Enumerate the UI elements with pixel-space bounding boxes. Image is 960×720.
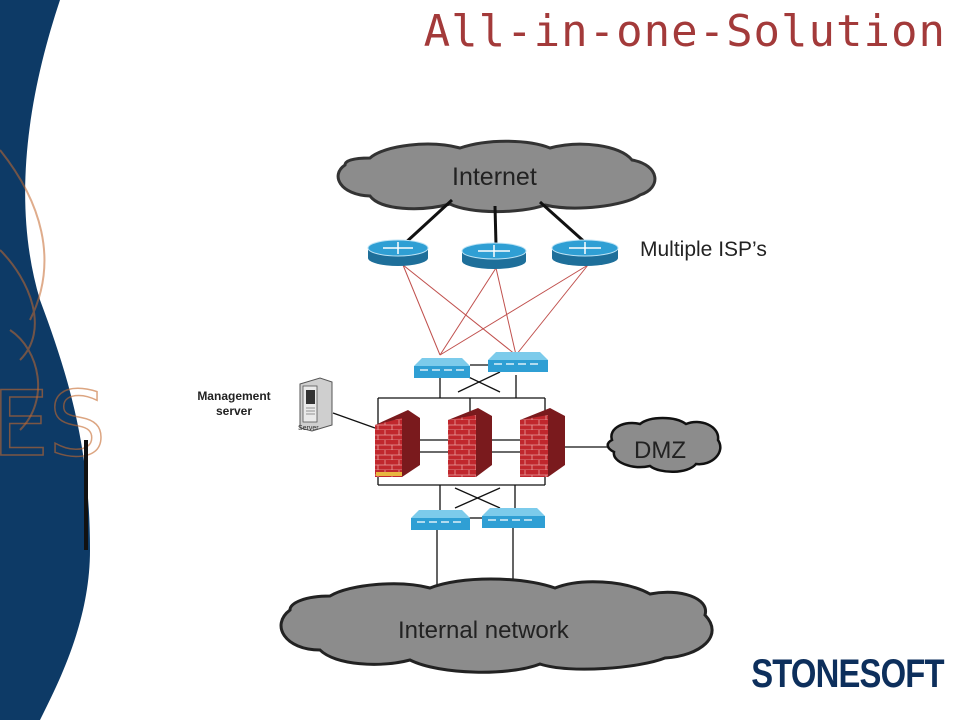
internet-label: Internet: [452, 163, 537, 191]
lan-wiring: [332, 364, 612, 600]
firewall-icon: [520, 408, 565, 477]
router-icon: [551, 239, 619, 266]
switch-icon: [411, 510, 470, 530]
dmz-cloud: [606, 416, 722, 473]
internet-cloud: [336, 139, 657, 214]
internet-links: [401, 198, 590, 247]
company-logo: STONESOFT: [751, 652, 945, 696]
dmz-label: DMZ: [634, 437, 686, 464]
server-icon-label: Server: [298, 425, 319, 432]
internal-cloud: [279, 577, 714, 674]
internal-network-label: Internal network: [398, 617, 569, 644]
firewall-icon: [375, 410, 420, 477]
svg-text:ES: ES: [0, 372, 106, 477]
firewall-icon: [448, 408, 492, 477]
router-icon: [367, 239, 429, 266]
management-server-label: Management server: [197, 389, 271, 418]
router-icon: [461, 242, 527, 269]
server-icon: [299, 377, 333, 432]
isp-links: [402, 264, 589, 356]
slide-title: All-in-one-Solution: [423, 6, 946, 57]
switch-icon: [482, 508, 545, 528]
switch-icon: [488, 352, 548, 372]
switch-icon: [414, 358, 470, 378]
isp-label: Multiple ISP’s: [640, 238, 767, 261]
